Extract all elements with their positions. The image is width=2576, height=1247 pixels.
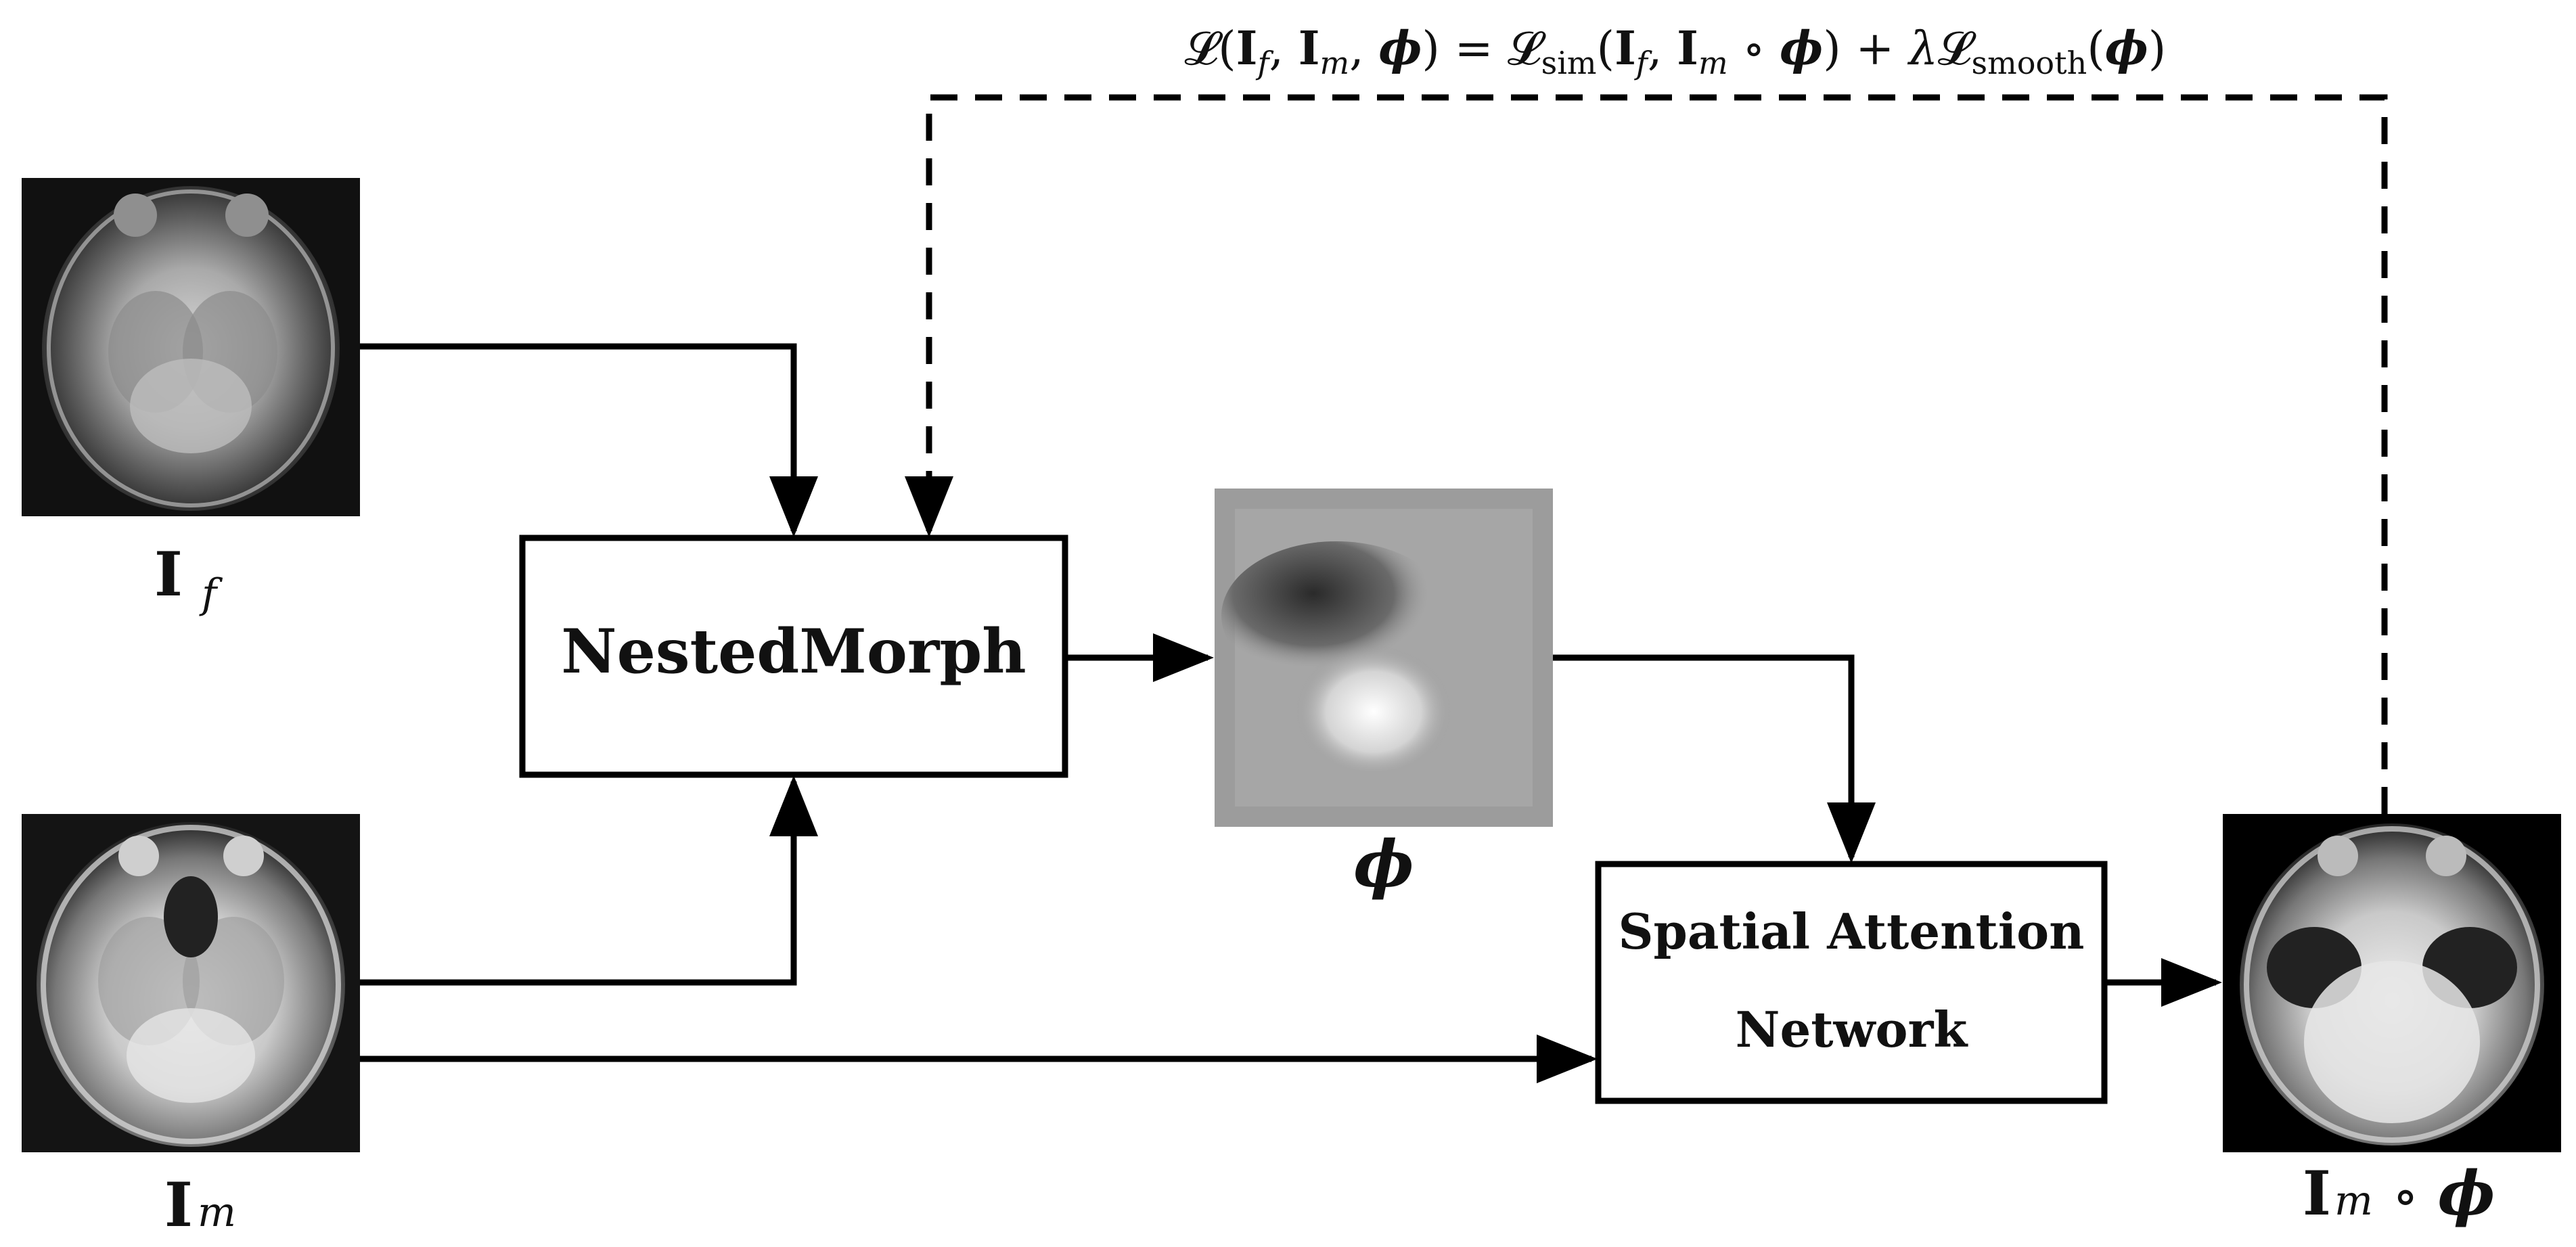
loss-formula: 𝓛(If, Im, ϕ) = 𝓛sim(If, Im ∘ ϕ) + λ𝓛smoo… <box>1185 22 2167 81</box>
svg-text:m: m <box>198 1189 236 1236</box>
fixed-image-label: I f <box>154 539 223 618</box>
svg-text:ϕ: ϕ <box>2438 1158 2495 1229</box>
nestedmorph-label: NestedMorph <box>561 616 1026 687</box>
svg-text:∘: ∘ <box>2392 1164 2418 1227</box>
deformation-field-label: ϕ <box>1353 827 1414 902</box>
warped-image <box>2223 814 2561 1152</box>
svg-text:I: I <box>2303 1158 2331 1229</box>
nestedmorph-block: NestedMorph <box>519 535 1068 778</box>
spatial-attention-label-line2: Network <box>1736 1001 1969 1058</box>
arrow-moving-to-nestedmorph <box>360 775 818 986</box>
dashed-loss-feedback-arrow <box>905 94 2388 814</box>
spatial-attention-label-line1: Spatial Attention <box>1619 903 2085 960</box>
warped-image-label: I m ∘ ϕ <box>2303 1158 2495 1229</box>
moving-image <box>22 814 360 1152</box>
svg-text:ϕ: ϕ <box>1353 827 1414 902</box>
svg-text:I: I <box>164 1169 193 1241</box>
moving-image-label: I m <box>164 1169 236 1241</box>
svg-text:I: I <box>154 539 183 610</box>
fixed-image <box>22 178 360 516</box>
svg-text:f: f <box>199 570 223 618</box>
spatial-attention-block: Spatial Attention Network <box>1595 861 2108 1104</box>
svg-text:m: m <box>2334 1177 2373 1225</box>
deformation-field-image <box>1215 489 1553 827</box>
arrow-fixed-to-nestedmorph <box>360 343 818 537</box>
connectors <box>360 94 2388 1083</box>
arrow-field-to-attention <box>1553 654 1876 863</box>
